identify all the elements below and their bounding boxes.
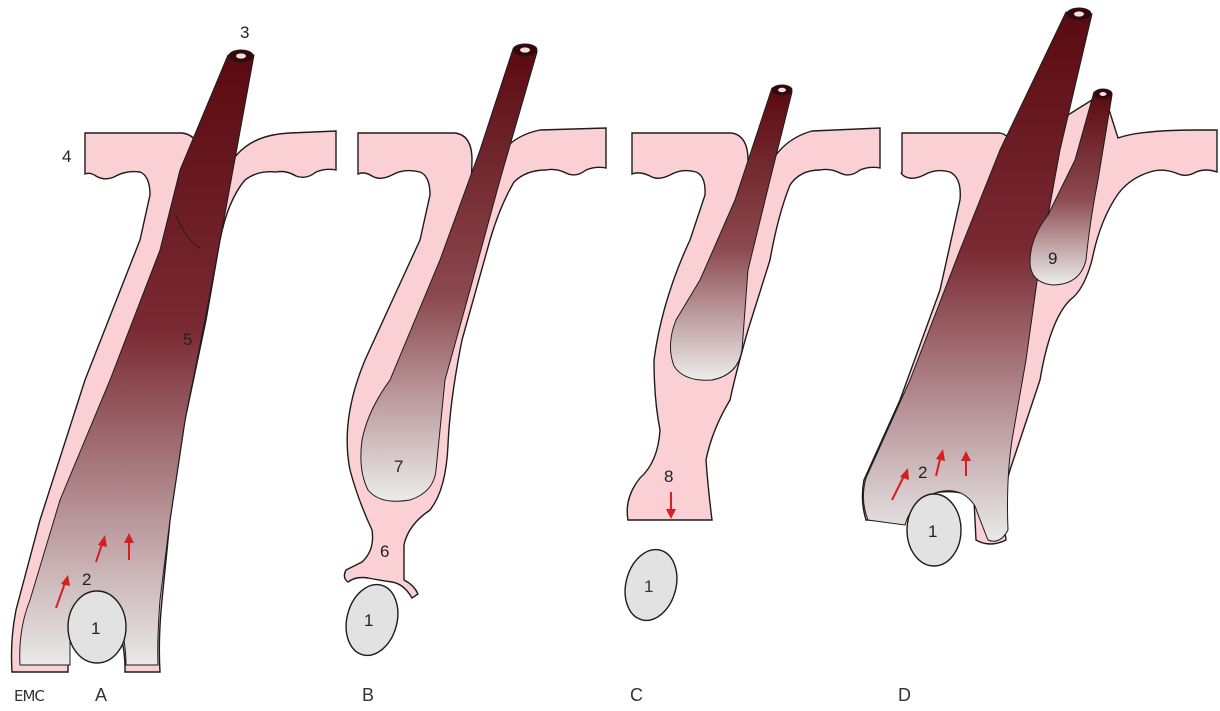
label-1: 1 bbox=[928, 522, 937, 541]
panel-c: 8 1 bbox=[618, 85, 880, 626]
label-2: 2 bbox=[918, 463, 927, 482]
label-7: 7 bbox=[394, 457, 403, 476]
panel-a-shaft-tip-center bbox=[236, 53, 246, 58]
label-4: 4 bbox=[62, 147, 71, 166]
label-8: 8 bbox=[664, 467, 673, 486]
panel-b-shaft-tip-center bbox=[520, 47, 530, 52]
panel-letter-b: B bbox=[362, 685, 374, 705]
label-3: 3 bbox=[240, 23, 249, 42]
label-5: 5 bbox=[183, 330, 192, 349]
panel-letter-a: A bbox=[95, 685, 107, 705]
panel-d: 2 1 9 bbox=[862, 8, 1217, 566]
panel-d-shaft-tip-center bbox=[1074, 11, 1084, 16]
emc-logo: EMC bbox=[14, 687, 44, 705]
panel-c-shaft-tip-center bbox=[778, 88, 786, 92]
panel-a: 3 4 5 2 1 bbox=[12, 23, 337, 672]
label-1: 1 bbox=[644, 577, 653, 596]
panel-letter-c: C bbox=[630, 685, 643, 705]
panel-b: 7 6 1 bbox=[339, 44, 606, 661]
label-9: 9 bbox=[1048, 249, 1057, 268]
label-1: 1 bbox=[91, 619, 100, 638]
label-1: 1 bbox=[364, 611, 373, 630]
panel-d-old-shaft-tip-center bbox=[1100, 92, 1107, 96]
label-2: 2 bbox=[82, 570, 91, 589]
label-6: 6 bbox=[380, 542, 389, 561]
panel-letter-d: D bbox=[898, 685, 911, 705]
